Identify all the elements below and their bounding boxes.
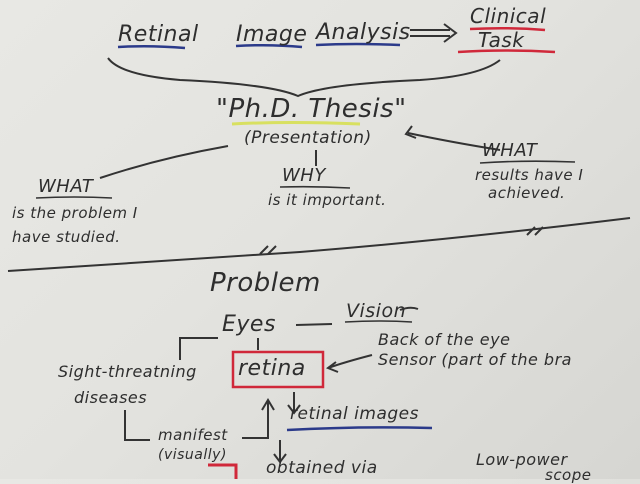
arrow-to-retina [325, 354, 373, 373]
node-manifest: manifest [158, 426, 228, 444]
arrow-retina-down [287, 392, 301, 415]
problem-title: Problem [210, 268, 321, 298]
node-back-of-eye: Back of the eye [378, 330, 511, 349]
node-retina: retina [238, 356, 306, 381]
header-word-retinal: Retinal [118, 22, 199, 47]
underline-left-what [35, 196, 113, 199]
divider-break-right [526, 226, 544, 236]
underline-retinal [117, 44, 186, 50]
node-sight-threatening: Sight-threatning [58, 362, 197, 381]
left-branch-line2: have studied. [12, 228, 121, 246]
underline-clinical [469, 26, 546, 32]
header-clinical: Clinical [470, 4, 547, 28]
right-branch-line1: results have I [475, 166, 584, 184]
retina-box [231, 350, 325, 389]
right-branch-line2: achieved. [488, 184, 566, 202]
node-diseases: diseases [74, 388, 148, 407]
underline-vision [344, 320, 413, 323]
header-task: Task [478, 28, 525, 52]
double-arrow [410, 23, 458, 43]
eyes-vision-line [295, 323, 333, 326]
left-branch-line1: is the problem I [12, 204, 138, 222]
mid-branch-line1: is it important. [268, 191, 387, 209]
underline-task [457, 49, 556, 54]
thesis-title: "Ph.D. Thesis" [216, 94, 407, 124]
header-word-analysis: Analysis [316, 20, 411, 45]
node-low-power: Low-power [476, 450, 568, 469]
left-bracket [179, 337, 218, 360]
node-vision: Vision [346, 300, 407, 322]
underline-right-what [479, 160, 576, 164]
manifest-arrow [242, 398, 275, 439]
underline-analysis [315, 42, 401, 47]
vision-tick [399, 306, 419, 311]
header-word-image: Image [236, 22, 308, 47]
node-sensor: Sensor (part of the bra [378, 350, 572, 369]
arrow-obtained [273, 440, 287, 464]
node-visually: (visually) [158, 447, 227, 463]
mid-branch-heading: WHY [282, 165, 326, 186]
branch-left [99, 145, 229, 179]
left-branch-heading: WHAT [38, 176, 94, 197]
node-eyes: Eyes [222, 312, 276, 337]
branch-right [407, 132, 501, 151]
underline-retinal-images [286, 426, 433, 432]
header-brace [107, 57, 501, 98]
manifest-bracket [124, 410, 150, 441]
section-divider [7, 217, 631, 272]
thesis-highlight [231, 121, 361, 126]
divider-break-left [259, 245, 277, 255]
right-branch-heading: WHAT [482, 140, 538, 161]
node-scope: scope [545, 466, 592, 484]
red-mark-bottom [208, 463, 238, 479]
underline-why [279, 185, 351, 189]
underline-image [235, 43, 303, 49]
thesis-subtitle: (Presentation) [244, 128, 372, 148]
branch-right-arrowhead [404, 125, 417, 139]
node-obtained-via: obtained via [266, 458, 378, 478]
node-retinal-images: retinal images [290, 404, 419, 424]
